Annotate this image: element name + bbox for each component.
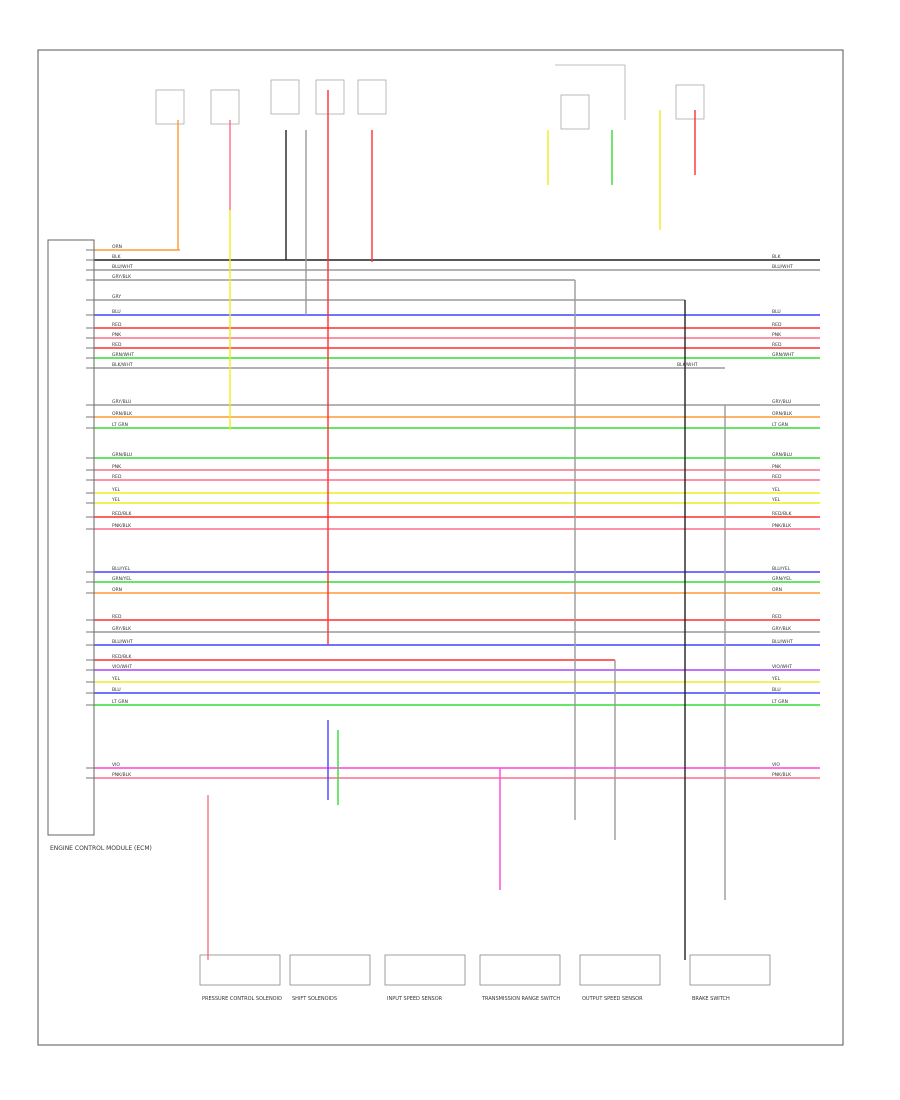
wire-label-right: PNK/BLK: [772, 772, 792, 778]
wire-label: RED: [112, 342, 122, 348]
wire-label: VIO/WHT: [112, 664, 132, 670]
component-box: [384, 954, 466, 986]
wire-label-right: VIO/WHT: [772, 664, 792, 670]
wire-label-right: GRY/BLU: [772, 399, 791, 405]
top-connector: [270, 79, 300, 115]
wire-label-right: BLU/YEL: [772, 566, 791, 572]
wire-label-right: RED/BLK: [772, 511, 793, 517]
wire-label-right: VIO: [772, 762, 780, 768]
wire-label-right: GRN/BLU: [772, 452, 792, 458]
wire-label: BLU/YEL: [112, 566, 131, 572]
component-label: BRAKE SWITCH: [692, 996, 730, 1002]
wire-label-right: BLU/WHT: [772, 639, 793, 645]
wire-label: RED/BLK: [112, 511, 133, 517]
wire-label: BLU/WHT: [112, 264, 133, 270]
wire-label: GRY: [112, 294, 121, 300]
wire-label: PNK: [112, 464, 122, 470]
component-label: SHIFT SOLENOIDS: [292, 996, 337, 1002]
wire-label: BLK/WHT: [112, 362, 133, 368]
component-label: OUTPUT SPEED SENSOR: [582, 996, 643, 1002]
wire-label-right: BLU/WHT: [772, 264, 793, 270]
top-connectors: [155, 64, 705, 130]
component-label: INPUT SPEED SENSOR: [387, 996, 443, 1002]
wire-label: BLU: [112, 687, 121, 693]
wire-label-right: BLU: [772, 687, 781, 693]
wire-label: YEL: [111, 487, 121, 493]
wire-bundle: ORN BLK BLK BLU/WHT BLU/WHT GRY/BLK GRY BLU BLU R…: [94, 90, 820, 960]
wire-label: GRY/BLK: [112, 274, 132, 280]
wire-label: PNK/BLK: [112, 523, 132, 529]
component-box: [199, 954, 281, 986]
component-box: [579, 954, 661, 986]
wire-label: ORN/BLK: [112, 411, 133, 417]
wire-label: RED: [112, 322, 122, 328]
wire-label: ORN: [112, 587, 122, 593]
top-connector: [357, 79, 387, 115]
diagram-frame: [37, 49, 844, 1046]
wire-label-right: PNK/BLK: [772, 523, 792, 529]
ecu-label: ENGINE CONTROL MODULE (ECM): [50, 845, 152, 852]
top-connector: [210, 89, 240, 125]
wire-label-right: BLK/WHT: [677, 362, 698, 368]
wire-label-right: YEL: [771, 497, 781, 503]
wire-label: PNK/BLK: [112, 772, 132, 778]
ecu-connector: ENGINE CONTROL MODULE (ECM): [47, 239, 152, 852]
wire-label: LT GRN: [112, 699, 128, 705]
wire-label-right: GRN/WHT: [772, 352, 794, 358]
wire-label-right: RED: [772, 322, 782, 328]
wire-label-right: YEL: [771, 676, 781, 682]
wire-label: BLU: [112, 309, 121, 315]
wire-label: PNK: [112, 332, 122, 338]
wire-label-right: GRN/YEL: [772, 576, 792, 582]
wire-label: ORN: [112, 244, 122, 250]
component-label: TRANSMISSION RANGE SWITCH: [481, 996, 560, 1002]
bottom-components: PRESSURE CONTROL SOLENOID SHIFT SOLENOIDS…: [199, 954, 771, 1002]
wire-label: GRN/YEL: [112, 576, 132, 582]
wire-label: LT GRN: [112, 422, 128, 428]
wire-label: BLU/WHT: [112, 639, 133, 645]
wire-label-right: ORN/BLK: [772, 411, 793, 417]
wire-label-right: PNK: [772, 464, 782, 470]
top-connector: [315, 79, 345, 115]
component-box: [689, 954, 771, 986]
wire-label-right: BLK: [772, 254, 782, 260]
wire-label: VIO: [112, 762, 120, 768]
wire-label: RED/BLK: [112, 654, 133, 660]
wire-label: GRN/BLU: [112, 452, 132, 458]
wire-label: YEL: [111, 497, 121, 503]
top-connector: [560, 94, 590, 130]
wire-label-right: ORN: [772, 587, 782, 593]
wire-label-right: RED: [772, 474, 782, 480]
component-box: [289, 954, 371, 986]
wire-label: YEL: [111, 676, 121, 682]
wire-label-right: BLU: [772, 309, 781, 315]
wire-label-right: LT GRN: [772, 699, 788, 705]
wire-label: GRY/BLU: [112, 399, 131, 405]
wire-label-right: YEL: [771, 487, 781, 493]
wire-label-right: LT GRN: [772, 422, 788, 428]
wire-label: GRY/BLK: [112, 626, 132, 632]
wire-label: RED: [112, 614, 122, 620]
ecu-box: [47, 239, 95, 836]
component-label: PRESSURE CONTROL SOLENOID: [202, 996, 282, 1002]
top-connector: [675, 84, 705, 120]
component-box: [479, 954, 561, 986]
top-connector: [155, 89, 185, 125]
wire-label-right: RED: [772, 342, 782, 348]
wire-label: BLK: [112, 254, 122, 260]
wire-label: GRN/WHT: [112, 352, 134, 358]
wire-label-right: RED: [772, 614, 782, 620]
wire-label: RED: [112, 474, 122, 480]
wire-label-right: GRY/BLK: [772, 626, 792, 632]
wire-label-right: PNK: [772, 332, 782, 338]
